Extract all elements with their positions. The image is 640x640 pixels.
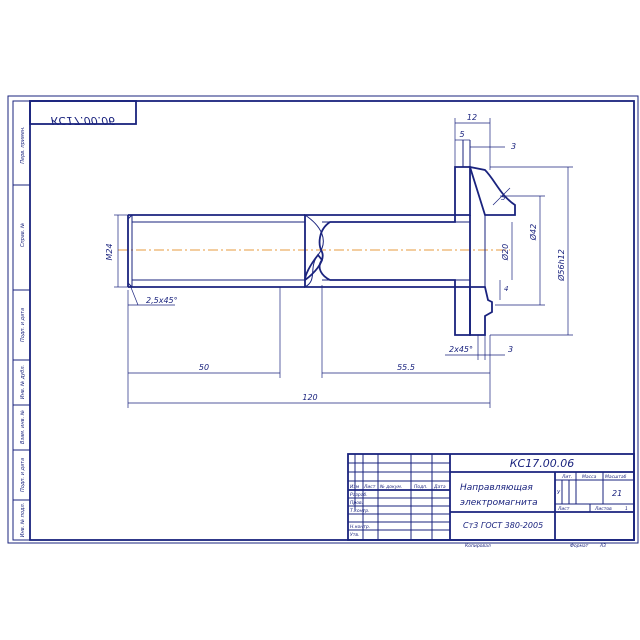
side-cell-7: Инв. № подл. [20,503,26,538]
dim-d56: Ø56h12 [556,249,566,282]
dim-120: 120 [302,393,317,402]
role-checked: Пров. [350,500,363,506]
side-cell-6: Подп. и дата [20,458,26,492]
dim-m24: M24 [105,243,114,260]
material: Ст3 ГОСТ 380-2005 [463,521,543,530]
dim-3-bottom: 3 [508,345,513,354]
sheet-outline [7,95,639,544]
dim-4: 4 [504,285,508,293]
part-name-1: Направляющая [460,483,533,493]
side-cell-5: Взам. инв. № [20,410,26,444]
col-izm: Изм [350,484,360,490]
dim-3-top: 3 [511,142,516,151]
dim-d42: Ø42 [528,224,538,241]
role-developed: Разраб. [350,492,368,498]
dim-55-5: 55.5 [397,363,415,372]
role-tcontrol: Т.контр. [350,508,370,514]
flange-bottom-left [454,286,471,336]
tube-wall-top [304,214,456,282]
mass-value: 21 [612,489,622,498]
title-code: КС17.00.06 [510,457,574,470]
side-stamp: Перв. примен. Справ. № Подп. и дата Инв.… [12,100,31,541]
dim-5: 5 [459,130,464,139]
side-cell-4: Инв. № дубл. [20,365,26,399]
part-name-2: электромагнита [460,498,538,508]
copied-label: Копировал [465,543,491,549]
col-list: Лист [363,484,376,490]
scale-label: Масштаб [605,474,627,480]
sheet-label: Лист [557,506,570,512]
format-value: A3 [599,543,606,549]
letter: У [557,490,561,496]
sheets-count: 1 [625,506,628,512]
dim-50: 50 [199,363,209,372]
role-ncontrol: Н.контр. [350,524,370,530]
mass-label: Масса [582,474,597,480]
sheets-label: Листов [594,506,612,512]
lit-label: Лит. [561,474,572,480]
dim-d20: Ø20 [500,244,510,261]
flange-top-left [454,166,471,216]
tube-wall-bottom [304,253,456,288]
part-section [118,140,516,336]
side-cell-2: Справ. № [20,223,26,247]
dim-5-chamfer: 5 [501,194,506,202]
mirrored-code-box: КС17.00.06 [29,100,137,127]
mirrored-code: КС17.00.06 [51,114,115,127]
side-cell-3: Подп. и дата [20,308,26,342]
dim-12: 12 [467,113,477,122]
side-cell-1: Перв. примен. [20,126,26,164]
flange-top-right [468,165,516,216]
format-label: Формат [570,543,589,549]
col-date: Дата [433,484,446,490]
col-doc: № докум. [379,484,402,490]
dimensions: 12 5 3 5 M24 Ø20 Ø42 Ø56h12 4 2,5x45 [105,113,573,408]
title-block: Изм Лист № докум. Подп. Дата Разраб. Про… [347,453,635,549]
dim-chamfer-right: 2x45° [449,345,473,354]
role-approved: Утв. [350,532,359,538]
col-sign: Подп. [414,484,428,490]
flange-bottom-right [469,286,493,336]
dim-chamfer-left: 2,5x45° [146,296,178,305]
